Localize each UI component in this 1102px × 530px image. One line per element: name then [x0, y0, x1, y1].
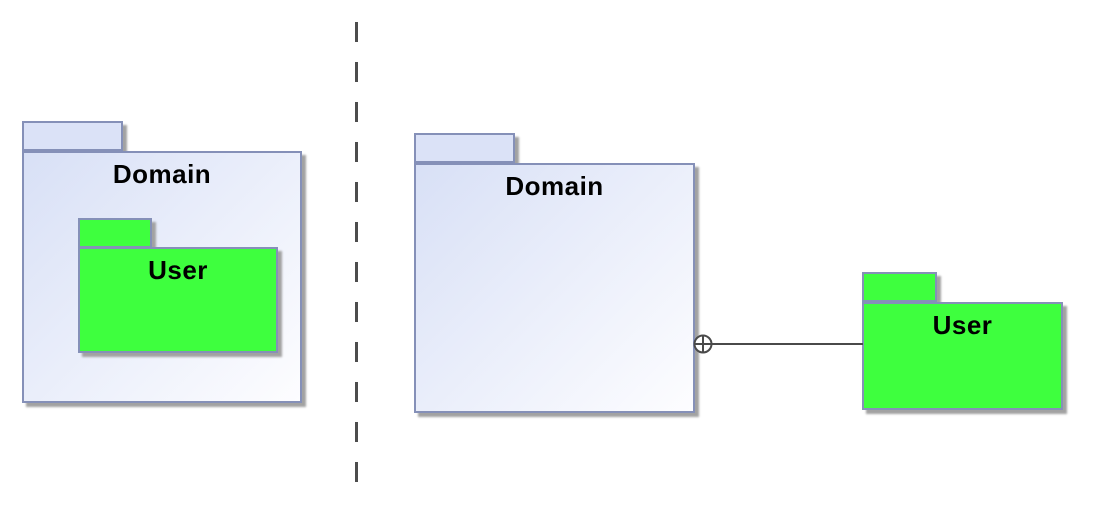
- containment-circle: [693, 334, 713, 354]
- package-user-detached-tab: [862, 272, 937, 302]
- package-domain-right-tab: [414, 133, 515, 163]
- package-domain-right-body: Domain: [414, 163, 695, 413]
- package-user-detached-label: User: [932, 310, 993, 340]
- circle-plus-containment-icon: [693, 334, 713, 354]
- package-user-nested-label: User: [148, 255, 208, 285]
- package-domain-left-label: Domain: [112, 159, 212, 189]
- package-domain-right-label: Domain: [505, 171, 604, 201]
- package-user-nested-tab: [78, 218, 152, 248]
- package-user-detached-body: User: [862, 302, 1063, 410]
- package-user-nested-body: User: [78, 247, 278, 353]
- package-domain-left-tab: [22, 121, 123, 151]
